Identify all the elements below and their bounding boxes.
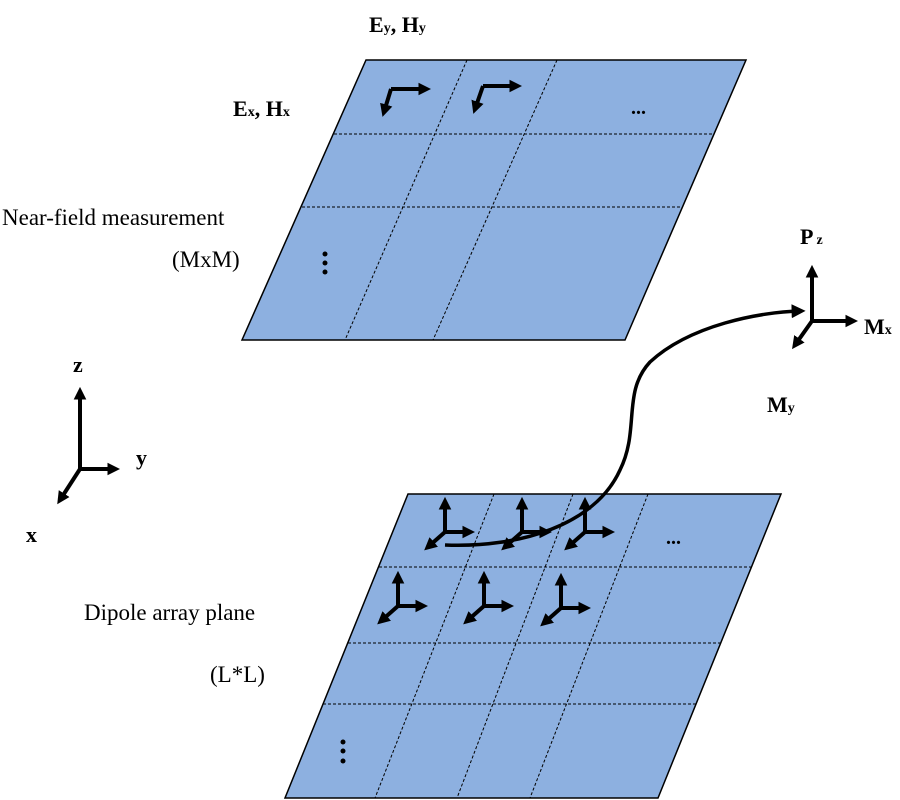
bottom-plane-ellipsis-vertical [340,739,346,764]
dipole-triad [463,570,515,625]
top-grid-col-line [344,59,468,341]
x-axis-arrow [57,467,82,505]
x-axis-label: x [26,522,37,547]
bottom-grid-col-line [374,493,495,799]
mapping-curve-arrow [444,304,806,548]
top-plane-ellipsis-vertical [322,251,328,275]
coordinate-axes: z y x [26,352,147,547]
bottom-grid-col-line [529,493,649,799]
dipole-my-arrow [463,604,486,625]
y-axis-label: y [136,445,147,470]
z-axis-label: z [73,352,83,377]
dipole-array-plane: ... [283,493,783,799]
dipole-array-plane-title: Dipole array plane [84,600,255,625]
dipole-triad [540,572,592,627]
bottom-plane-surface [283,493,783,799]
bottom-grid-col-line [456,493,574,799]
dipole-array-size-label: (L*L) [210,662,265,687]
bottom-plane-ellipsis-horizontal: ... [666,527,681,549]
label-ey-hy: Ey, Hy [369,12,426,37]
dipole-triad [424,496,476,551]
bottom-plane-grid [323,493,752,799]
dipole-my-arrow [424,530,447,551]
dipole-my-arrow [540,606,563,627]
dipole-my-arrow [564,530,587,551]
top-plane-ellipsis-horizontal: ... [631,97,646,119]
field-arrow-x-1 [380,88,393,117]
dipole-my-arrow [377,604,400,625]
near-field-measurement-title: Near-field measurement [2,205,225,230]
near-field-size-label: (MxM) [172,247,240,272]
mx-label: Mx [864,314,892,339]
my-label: My [767,392,795,417]
dipole-triad [377,570,429,625]
top-plane-grid [302,59,713,341]
field-arrow-pair-1 [380,82,432,117]
field-arrow-pair-2 [471,79,523,114]
field-arrow-x-2 [471,85,485,114]
dipole-triad [564,496,616,551]
my-arrow [792,319,814,350]
near-field-measurement-plane: ... [240,59,748,341]
label-ex-hx: Ex, Hx [233,96,290,121]
top-grid-col-line [432,59,558,341]
top-plane-surface [240,59,748,341]
